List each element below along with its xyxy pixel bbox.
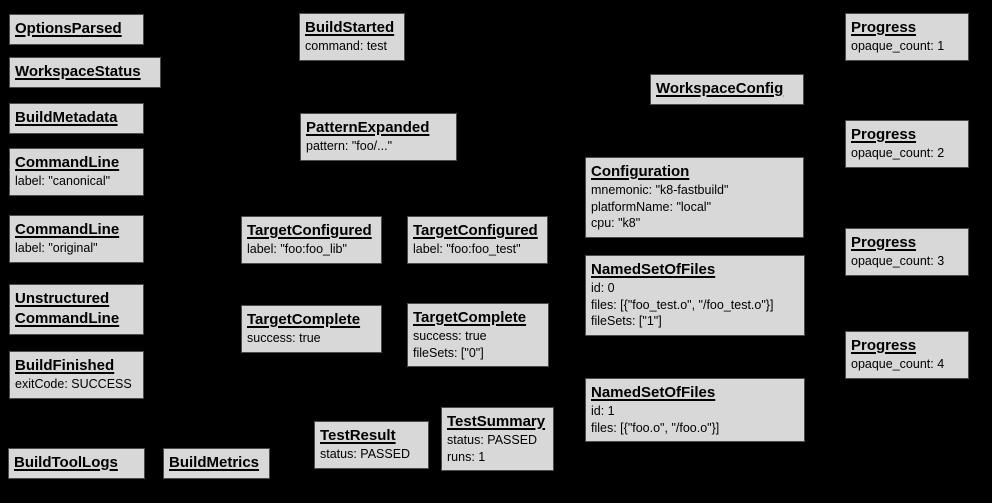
event-title: BuildToolLogs [14,454,118,471]
event-field: exitCode: SUCCESS [15,377,132,391]
event-title: TestSummary [447,413,546,430]
event-box-progress-1: Progress opaque_count: 1 [845,13,969,61]
event-box-workspace-status: WorkspaceStatus [9,57,161,88]
event-title: CommandLine [15,154,120,171]
event-field: id: 0 [591,281,615,295]
event-field: pattern: "foo/..." [306,139,393,153]
event-box-test-result: TestResult status: PASSED [314,421,429,469]
event-title: WorkspaceStatus [15,63,141,80]
event-field: label: "canonical" [15,174,111,188]
event-title: Configuration [591,163,690,180]
event-title: BuildStarted [305,19,395,36]
event-box-named-set-of-files-0: NamedSetOfFiles id: 0 files: [{"foo_test.… [585,255,805,336]
event-field: status: PASSED [447,433,538,447]
event-box-build-started: BuildStarted command: test [299,13,405,61]
event-field: status: PASSED [320,447,411,461]
event-title: TargetConfigured [247,222,372,239]
event-field: label: "original" [15,241,98,255]
event-box-build-metrics: BuildMetrics [163,448,270,479]
event-title: BuildMetrics [169,454,260,471]
event-title: PatternExpanded [306,119,430,136]
event-box-progress-4: Progress opaque_count: 4 [845,331,969,379]
event-box-named-set-of-files-1: NamedSetOfFiles id: 1 files: [{"foo.o", "… [585,378,805,442]
event-title: Progress [851,19,917,36]
event-box-build-metadata: BuildMetadata [9,103,144,134]
event-box-configuration: Configuration mnemonic: "k8-fastbuild" pl… [585,157,804,238]
event-field: fileSets: ["0"] [413,345,484,360]
event-box-test-summary: TestSummary status: PASSED runs: 1 [441,407,554,471]
event-box-workspace-config: WorkspaceConfig [650,74,804,105]
event-title: TargetComplete [247,311,361,328]
event-title: TestResult [320,427,396,444]
event-title: BuildFinished [15,357,115,374]
event-field: files: [{"foo_test.o", "/foo_test.o"}] [591,297,774,312]
event-field: platformName: "local" [591,199,712,214]
event-field: id: 1 [591,404,615,418]
event-box-progress-2: Progress opaque_count: 2 [845,120,969,168]
event-field: fileSets: ["1"] [591,314,662,328]
event-field: success: true [247,331,321,345]
event-box-target-configured-foo-lib: TargetConfigured label: "foo:foo_lib" [241,216,382,264]
event-box-unstructured-command-line: Unstructured CommandLine [9,284,144,335]
event-title: CommandLine [15,221,120,238]
event-box-options-parsed: OptionsParsed [9,14,144,45]
event-field: opaque_count: 4 [851,357,945,371]
event-field: opaque_count: 1 [851,39,945,53]
event-title: Progress [851,337,917,354]
event-field: mnemonic: "k8-fastbuild" [591,183,729,197]
event-box-target-configured-foo-test: TargetConfigured label: "foo:foo_test" [407,216,548,264]
event-title: Progress [851,234,917,251]
event-box-build-tool-logs: BuildToolLogs [8,448,145,479]
event-field: command: test [305,39,387,53]
event-field: opaque_count: 2 [851,146,945,160]
event-title: NamedSetOfFiles [591,261,716,278]
event-title: TargetComplete [413,309,527,326]
event-box-build-finished: BuildFinished exitCode: SUCCESS [9,351,144,399]
event-title: OptionsParsed [15,20,122,37]
event-title: TargetConfigured [413,222,538,239]
event-title: Unstructured CommandLine [15,290,120,327]
event-title: Progress [851,126,917,143]
event-title: BuildMetadata [15,109,118,126]
event-box-command-line-original: CommandLine label: "original" [9,215,144,263]
event-field: success: true [413,329,487,343]
event-field: files: [{"foo.o", "/foo.o"}] [591,420,720,435]
event-field: cpu: "k8" [591,216,641,230]
event-box-command-line-canonical: CommandLine label: "canonical" [9,148,144,196]
event-box-progress-3: Progress opaque_count: 3 [845,228,969,276]
event-box-pattern-expanded: PatternExpanded pattern: "foo/..." [300,113,457,161]
event-field: opaque_count: 3 [851,254,945,268]
event-title: WorkspaceConfig [656,80,784,97]
event-box-target-complete-foo-lib: TargetComplete success: true [241,305,382,353]
event-title: NamedSetOfFiles [591,384,716,401]
event-field: label: "foo:foo_test" [413,242,521,256]
event-box-target-complete-foo-test: TargetComplete success: true fileSets: ["… [407,303,549,367]
event-field: runs: 1 [447,449,486,464]
event-field: label: "foo:foo_lib" [247,242,347,256]
